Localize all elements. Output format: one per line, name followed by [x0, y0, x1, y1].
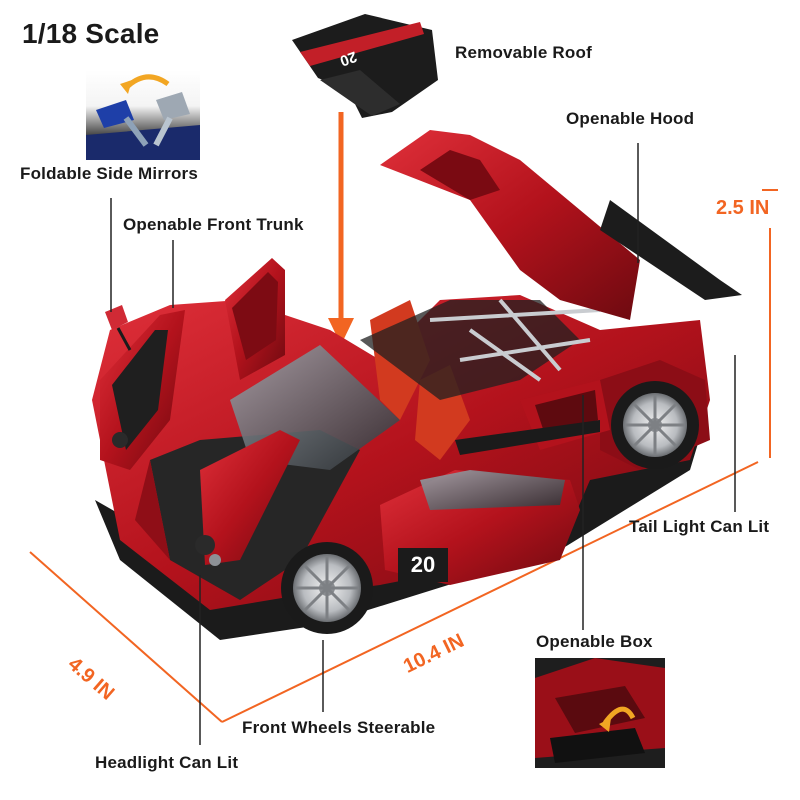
- callout-lines: [110, 143, 736, 745]
- dimension-lines: [29, 189, 778, 723]
- roof-arrow: [328, 112, 354, 345]
- box-graphic: [535, 658, 665, 768]
- box-detail-inset: [535, 658, 665, 768]
- front-wheel: [281, 542, 373, 634]
- mirror-fold-graphic: [86, 74, 200, 160]
- label-openable-front-trunk: Openable Front Trunk: [123, 215, 304, 234]
- label-front-wheels: Front Wheels Steerable: [242, 718, 436, 737]
- label-foldable-side-mirrors: Foldable Side Mirrors: [20, 164, 199, 183]
- dimension-height: 2.5 IN: [716, 197, 770, 219]
- label-openable-hood: Openable Hood: [566, 109, 695, 128]
- label-openable-box: Openable Box: [536, 632, 653, 651]
- scale-title: 1/18 Scale: [22, 18, 160, 49]
- label-tail-light: Tail Light Can Lit: [629, 517, 770, 536]
- label-removable-roof: Removable Roof: [455, 43, 592, 62]
- car-body: [92, 130, 742, 640]
- car-number-decal: 20: [398, 548, 448, 582]
- mirror-detail-inset: [86, 70, 200, 160]
- removable-roof-piece: [292, 14, 438, 118]
- label-headlight: Headlight Can Lit: [95, 753, 239, 772]
- rear-wheel: [611, 381, 699, 469]
